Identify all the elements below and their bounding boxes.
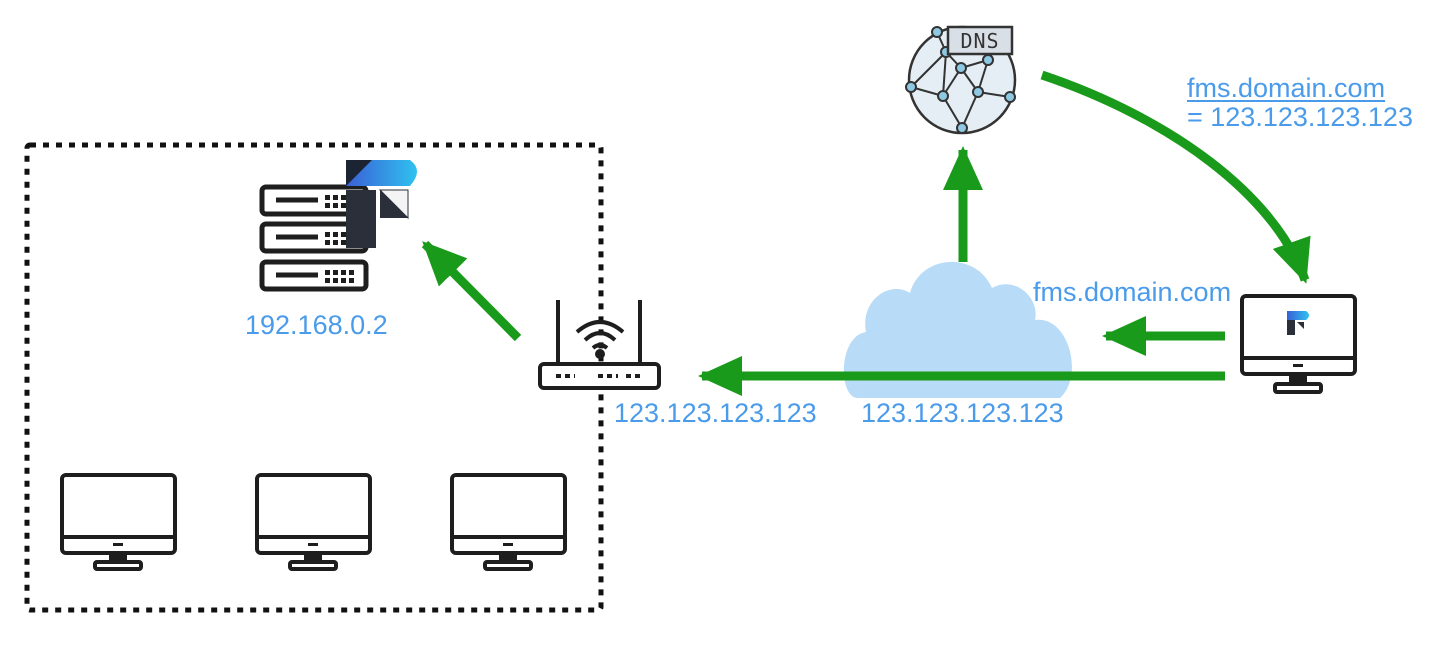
dns-globe-icon: DNS [905, 25, 1017, 135]
workstation-monitor-icon [255, 473, 372, 571]
client-request-label: fms.domain.com [1033, 277, 1232, 307]
router-public-ip-label: 123.123.123.123 [614, 398, 817, 428]
cloud-icon [843, 261, 1072, 398]
arrow-dns-to-client [1040, 70, 1311, 284]
dns-sign-text: DNS [960, 29, 999, 53]
dns-answer-label: = 123.123.123.123 [1187, 102, 1413, 132]
router-icon [538, 300, 661, 390]
local-network-boundary [24, 142, 604, 613]
arrow-router-to-server [421, 240, 522, 342]
server-ip-label: 192.168.0.2 [245, 310, 388, 340]
dns-query-label: fms.domain.com [1187, 73, 1386, 103]
client-monitor-icon [1240, 294, 1357, 394]
workstation-monitor-icon [450, 473, 567, 571]
wifi-icon [575, 320, 625, 359]
internet-ip-label: 123.123.123.123 [861, 398, 1064, 428]
workstation-monitor-icon [60, 473, 177, 571]
filemaker-logo-icon [346, 160, 417, 248]
dns-sign [946, 25, 1014, 56]
